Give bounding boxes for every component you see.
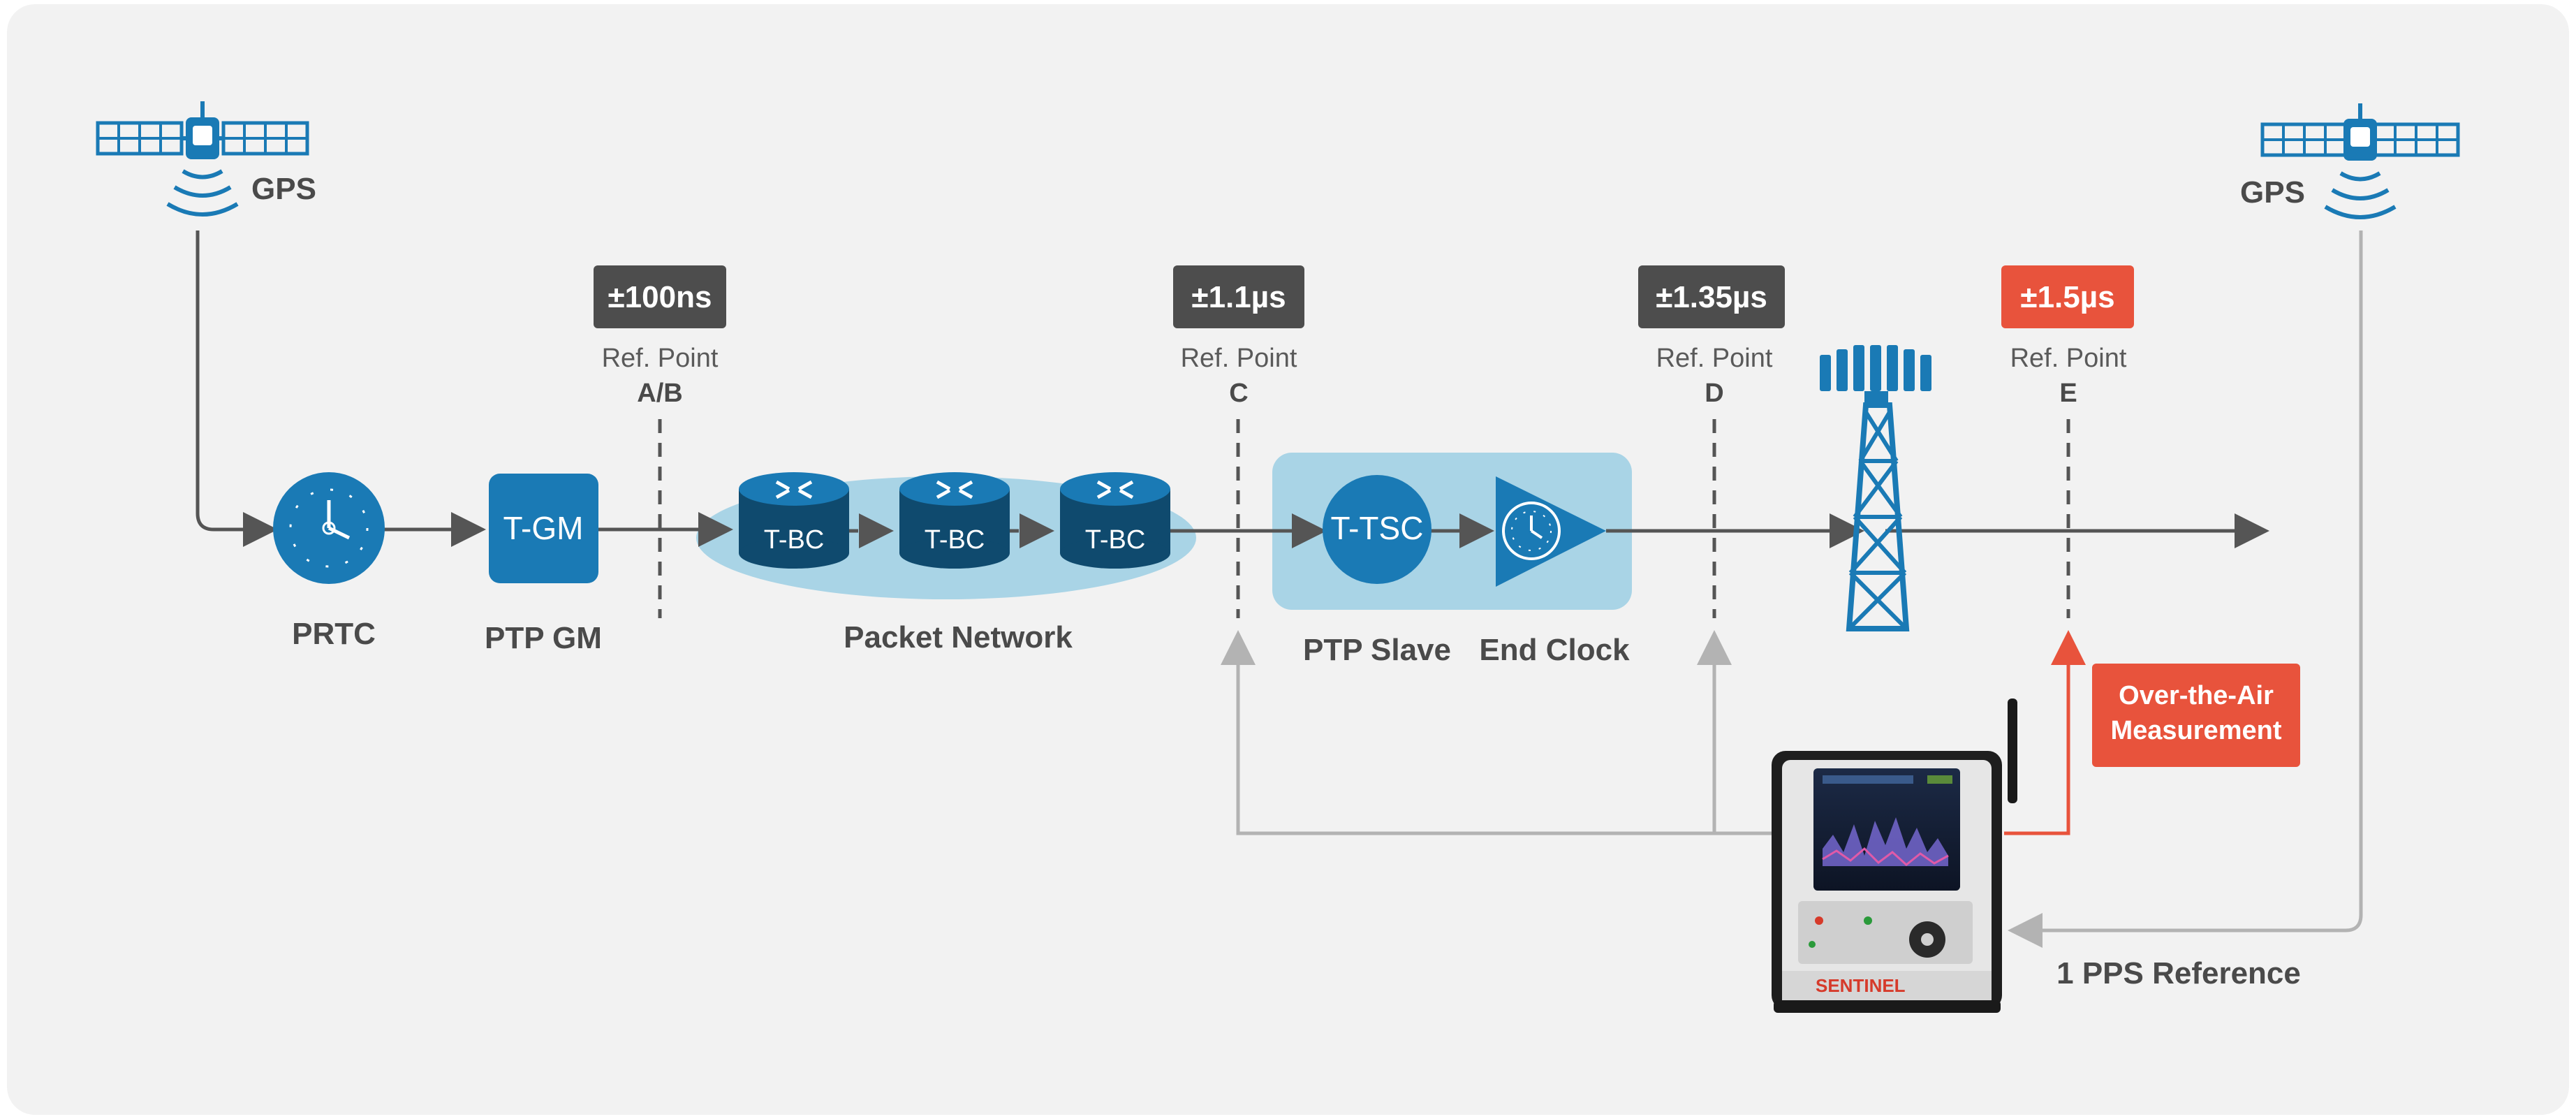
ota-line-2: Measurement	[2111, 716, 2282, 745]
packet-network-label: Packet Network	[844, 620, 1073, 654]
ref-badge-c-text: ±1.1µs	[1191, 280, 1286, 314]
gps-left-satellite-icon	[96, 101, 309, 217]
tbc-1-text: T-BC	[764, 525, 825, 555]
gps-to-prtc-line	[196, 231, 278, 547]
ref-letter-e: E	[2059, 379, 2077, 408]
ref-caption-ab: Ref. Point	[602, 344, 719, 373]
ref-badge-ab	[594, 265, 726, 328]
gps-left-label: GPS	[251, 172, 316, 206]
prtc-label: PRTC	[292, 617, 376, 651]
measure-to-ref-c-line	[1221, 630, 1774, 835]
tgm-text: T-GM	[503, 510, 584, 546]
ref-badge-d-text: ±1.35µs	[1656, 280, 1767, 314]
ttsc-circle	[1323, 475, 1431, 584]
ref-badge-e	[2001, 265, 2134, 328]
ptp-slave-label: PTP Slave	[1303, 633, 1451, 667]
ota-measurement-badge	[2092, 664, 2300, 767]
ref-badge-ab-text: ±100ns	[608, 280, 712, 314]
ref-letter-c: C	[1229, 379, 1248, 408]
tbc-router-1: T-BC	[739, 472, 849, 569]
ota-line-1: Over-the-Air	[2119, 681, 2274, 710]
ttsc-text: T-TSC	[1331, 510, 1424, 546]
end-clock-label: End Clock	[1479, 633, 1630, 667]
tbc-3-text: T-BC	[1085, 525, 1146, 555]
ref-badge-c	[1173, 265, 1304, 328]
prtc-clock-icon	[273, 472, 385, 584]
device-brand-text: SENTINEL	[1816, 975, 1906, 996]
ref-badge-e-text: ±1.5µs	[2020, 280, 2114, 314]
ref-caption-d: Ref. Point	[1656, 344, 1773, 373]
pps-reference-label: 1 PPS Reference	[2056, 956, 2301, 990]
ref-badge-d	[1638, 265, 1785, 328]
gps-right-satellite-icon	[2260, 103, 2460, 219]
end-clock-icon	[1496, 476, 1606, 587]
ref-caption-e: Ref. Point	[2010, 344, 2127, 373]
ref-caption-c: Ref. Point	[1181, 344, 1297, 373]
gps-right-label: GPS	[2240, 175, 2305, 210]
tgm-label: PTP GM	[485, 621, 602, 655]
ota-to-ref-e-line	[2004, 630, 2086, 835]
ref-letter-d: D	[1705, 379, 1723, 408]
tbc-router-2: T-BC	[899, 472, 1010, 569]
tgm-box	[489, 474, 598, 583]
tbc-router-3: T-BC	[1060, 472, 1170, 569]
gps-pps-reference-line	[2008, 231, 2363, 948]
ref-letter-ab: A/B	[637, 379, 682, 408]
tbc-2-text: T-BC	[925, 525, 985, 555]
cell-tower-icon	[1820, 345, 1931, 631]
sentinel-device-icon: SENTINEL	[1772, 699, 2017, 1013]
